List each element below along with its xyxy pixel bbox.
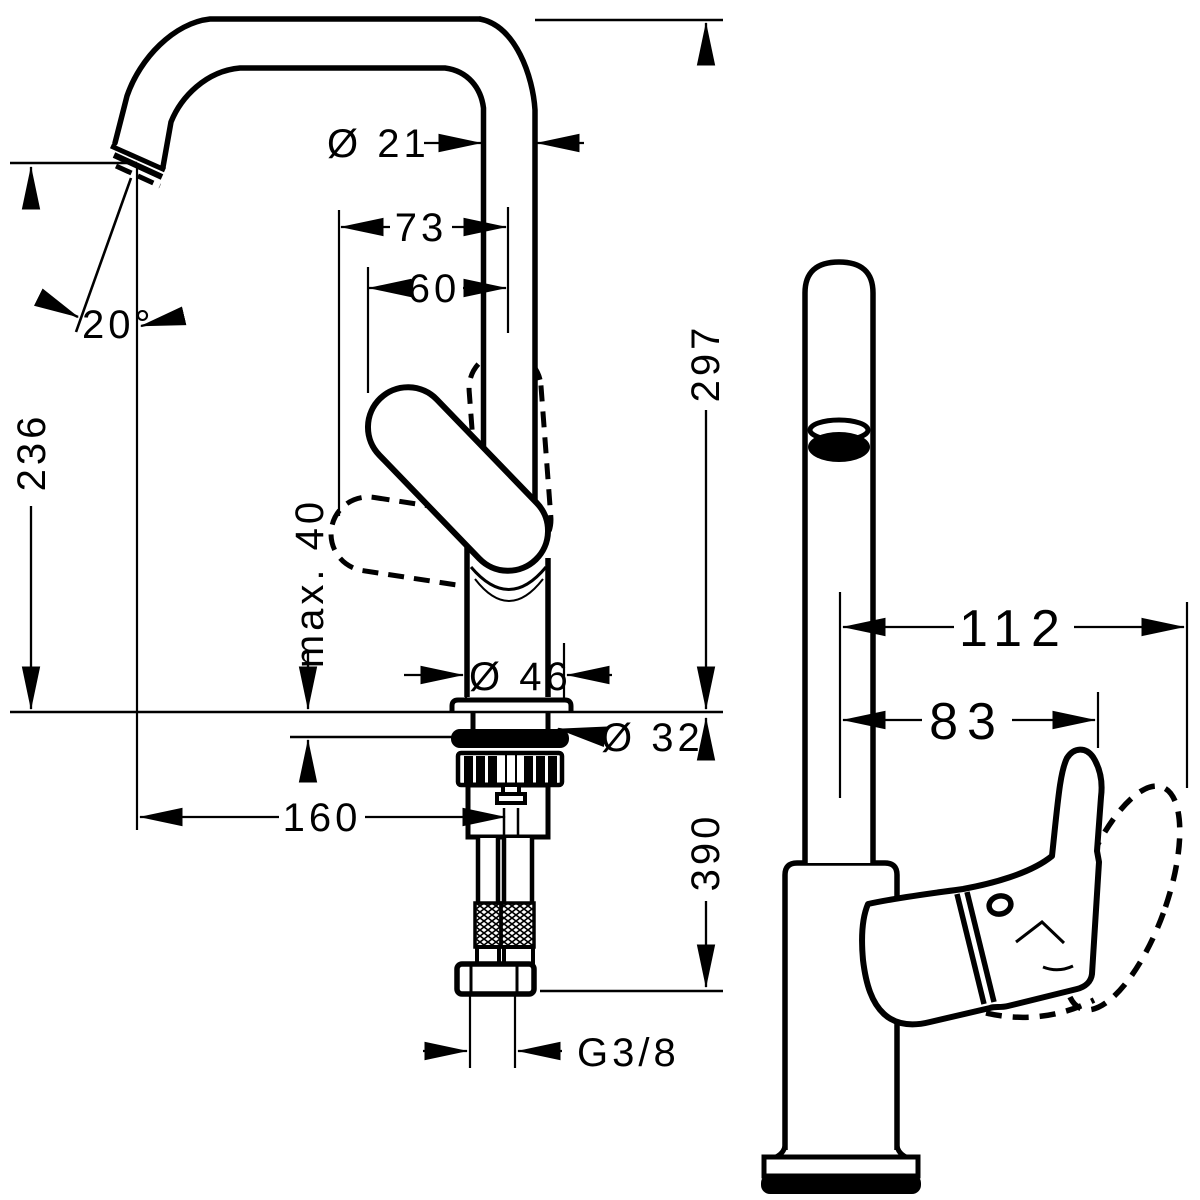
- dim-label-max-40: max. 40: [288, 498, 332, 668]
- dimension-labels-side: 112 83: [929, 600, 1069, 751]
- spout-outline: [112, 16, 538, 561]
- angle-reference-line: [74, 177, 133, 333]
- dim-label-angle-20: 20°: [82, 303, 155, 347]
- dimension-annotations-side: [841, 617, 1186, 730]
- front-view-figure: Ø 21 73 60 20° 236 297 max. 40 Ø 46 Ø 32…: [10, 16, 728, 1075]
- dim-label-thread-g38: G3/8: [577, 1031, 680, 1075]
- dim-label-diameter-21: Ø 21: [327, 122, 430, 166]
- dim-label-297: 297: [684, 324, 728, 403]
- dim-label-83: 83: [929, 693, 1005, 751]
- dimension-annotations-front: [21, 21, 716, 1061]
- base-flange: [449, 697, 574, 712]
- supply-hoses: [454, 838, 537, 997]
- side-view-figure: 112 83: [761, 259, 1189, 1194]
- side-handle-details: [954, 891, 1074, 1005]
- dim-label-160: 160: [283, 796, 362, 840]
- reference-lines: [10, 18, 723, 1068]
- dim-label-diameter-46: Ø 46: [469, 655, 572, 699]
- seal-washer: [451, 729, 569, 748]
- dimension-labels-front: Ø 21 73 60 20° 236 297 max. 40 Ø 46 Ø 32…: [10, 122, 728, 1075]
- handle-swing-dashed-outline: [985, 783, 1183, 1021]
- handle-chevron-mark: [1015, 920, 1066, 945]
- hose-nut: [454, 961, 537, 997]
- reference-lines-side: [838, 592, 1189, 798]
- dim-label-112: 112: [959, 600, 1069, 658]
- mounting-shank: [451, 712, 569, 840]
- dim-label-390: 390: [684, 813, 728, 892]
- side-handle-lever: [859, 746, 1105, 1028]
- dim-label-60: 60: [408, 267, 461, 311]
- hose-braid: [499, 901, 536, 949]
- side-base-plate: [761, 1154, 921, 1194]
- handle-lever: [364, 384, 552, 574]
- handle-indicator-dot: [986, 893, 1014, 917]
- dim-label-diameter-32: Ø 32: [601, 716, 704, 760]
- dim-label-236: 236: [10, 413, 54, 492]
- side-aerator: [807, 417, 871, 462]
- dim-label-73: 73: [395, 206, 448, 250]
- hose-braid: [473, 901, 503, 949]
